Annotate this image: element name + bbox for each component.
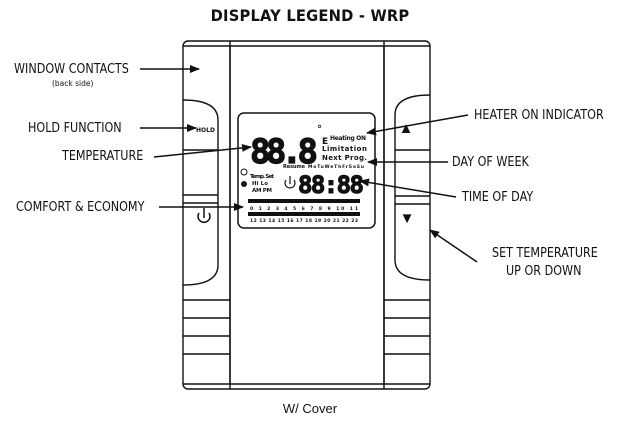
lcd-hour-bar xyxy=(248,199,360,203)
lcd-resume: Resume xyxy=(283,164,306,170)
lcd-temp-set: Temp. Set xyxy=(250,174,274,180)
label-hold-function: HOLD FUNCTION xyxy=(28,121,122,136)
lcd-e-mark: E xyxy=(322,137,328,147)
arrow-heater-on xyxy=(366,114,469,136)
diagram-title: DISPLAY LEGEND - WRP xyxy=(210,6,410,25)
label-window-contacts-note: (back side) xyxy=(52,79,94,88)
right-rails xyxy=(384,94,431,355)
callout-arrows xyxy=(140,65,478,263)
up-arrow-button[interactable]: ▲ xyxy=(399,120,414,137)
hold-button-label[interactable]: HOLD xyxy=(196,127,215,134)
left-rails xyxy=(182,99,230,355)
lcd-limitation: Limitation xyxy=(322,145,367,153)
lcd-hours-bottom: 12 13 14 15 16 17 18 19 20 21 22 23 xyxy=(250,218,358,224)
arrow-time-of-day xyxy=(359,178,457,198)
label-temperature: TEMPERATURE xyxy=(62,149,144,164)
lcd-time-digits: 88:88 xyxy=(298,171,364,199)
figure-caption: W/ Cover xyxy=(282,401,338,416)
label-set-temperature-2: UP OR DOWN xyxy=(506,264,582,279)
lcd-power-icon xyxy=(284,176,296,189)
label-heater-on: HEATER ON INDICATOR xyxy=(474,108,604,123)
label-window-contacts: WINDOW CONTACTS xyxy=(14,62,129,77)
label-comfort-economy: COMFORT & ECONOMY xyxy=(16,200,145,215)
label-set-temperature-1: SET TEMPERATURE xyxy=(492,246,598,261)
lcd-degree-mark: ° xyxy=(317,124,322,135)
label-time-of-day: TIME OF DAY xyxy=(462,190,534,205)
lcd-days: MoTuWeThFrSaSu xyxy=(308,164,364,170)
lcd-temperature-digits: 88.8 xyxy=(250,132,318,172)
lcd-am-pm: AM PM xyxy=(252,188,272,194)
arrow-set-temperature xyxy=(429,229,478,263)
arrow-temperature xyxy=(153,143,252,158)
lcd-next-prog: Next Prog. xyxy=(322,154,367,162)
lcd-hi-lo: Hi Lo xyxy=(252,181,268,187)
lcd-heating-on: Heating ON xyxy=(330,135,366,142)
down-arrow-button[interactable]: ▼ xyxy=(400,210,415,227)
power-button[interactable] xyxy=(197,208,211,223)
lcd-moon-icon xyxy=(241,181,247,187)
lcd-sun-icon xyxy=(240,168,248,176)
lcd-hour-bar-2 xyxy=(248,212,360,216)
label-day-of-week: DAY OF WEEK xyxy=(452,155,529,170)
lcd-hours-top: 0 1 2 3 4 5 6 7 8 9 10 11 xyxy=(250,206,358,212)
